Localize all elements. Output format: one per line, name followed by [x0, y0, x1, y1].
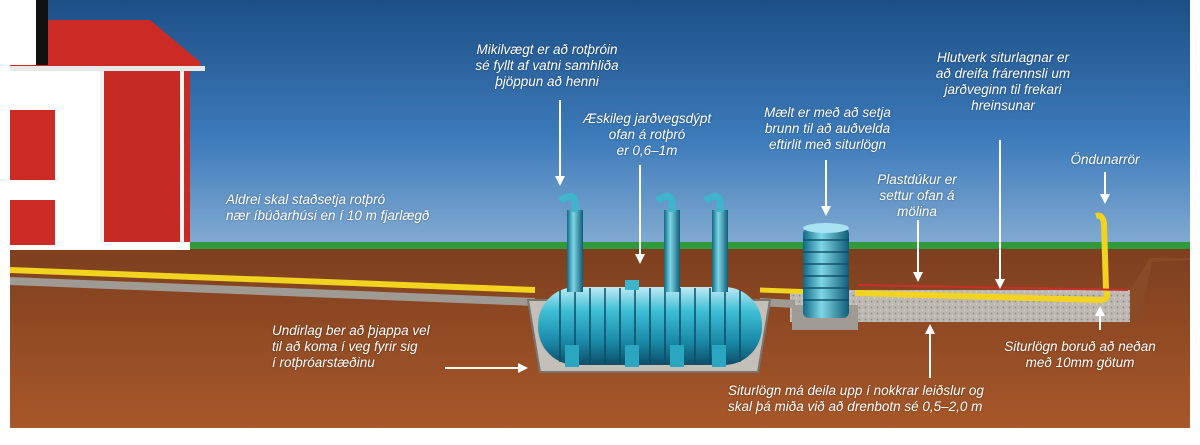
- label-plastic-sheet: Plastdúkur er settur ofan á mölina: [877, 172, 957, 219]
- gray-bedding-inlet: [10, 277, 535, 306]
- label-water-fill: Mikilvægt er að rotþróin sé fyllt af vat…: [475, 42, 619, 89]
- septic-tank: [538, 287, 762, 367]
- label-drilled-pipe: Siturlögn boruð að neðan með 10mm götum: [1004, 339, 1156, 370]
- plastic-sheet: [857, 284, 1129, 291]
- label-inspection-well: Mælt er með að setja brunn til að auðvel…: [764, 105, 891, 152]
- label-base-compaction: Undirlag ber að þjappa vel til að koma í…: [272, 323, 430, 370]
- label-pipe-depth: Siturlögn má deila upp í nokkrar leiðslu…: [728, 383, 984, 414]
- label-soil-depth: Æskileg jarðvegsdýpt ofan á rotþró er 0,…: [582, 111, 712, 158]
- pointer-arrows: [445, 100, 1110, 378]
- inspection-well: [803, 223, 849, 318]
- label-house-distance: Aldrei skal staðsetja rotþró nær íbúðarh…: [226, 192, 430, 223]
- sky: [10, 0, 1190, 252]
- tank-risers: [558, 193, 728, 292]
- gravel-trench-slope: [1130, 258, 1190, 322]
- grass-strip: [10, 242, 1190, 249]
- inlet-pipe: [9, 267, 536, 293]
- label-infiltration-role: Hlutverk siturlagnar er að dreifa fráren…: [935, 50, 1071, 113]
- label-vent-pipe: Öndunarrör: [1070, 152, 1140, 167]
- house: [10, 0, 205, 250]
